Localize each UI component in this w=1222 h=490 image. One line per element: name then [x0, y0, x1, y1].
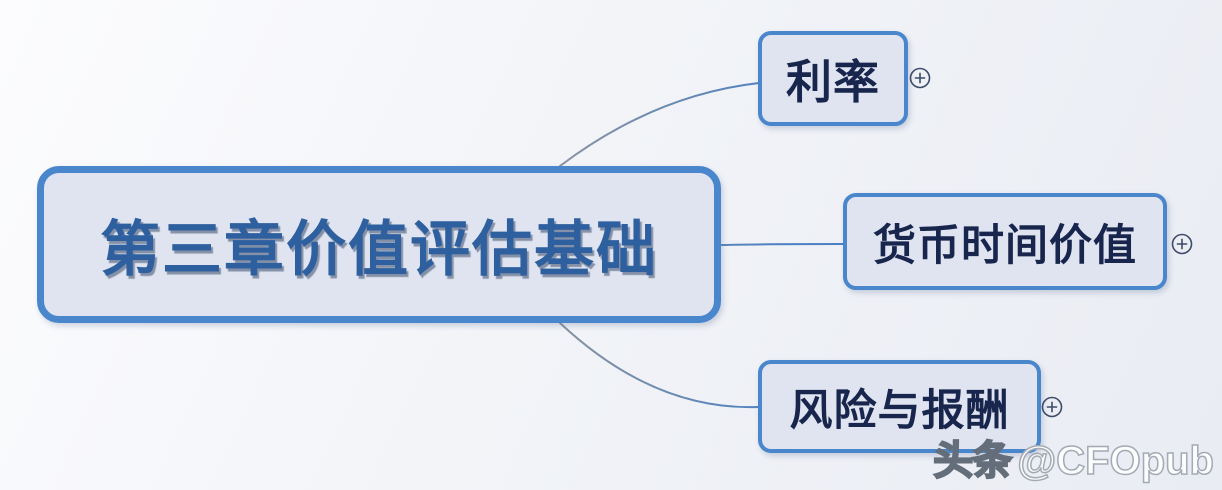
topic-label-time-value: 货币时间价值 — [873, 221, 1137, 270]
watermark-brand: 头条 — [932, 438, 1013, 484]
expand-button-risk-reward[interactable] — [1040, 395, 1064, 419]
topic-label-risk-reward: 风险与报酬 — [789, 386, 1010, 435]
topic-node-time-value[interactable]: 货币时间价值 — [843, 193, 1167, 290]
watermark: 头条@CFOpub — [932, 428, 1215, 486]
plus-circle-icon — [1041, 396, 1063, 418]
topic-node-interest-rate[interactable]: 利率 — [758, 31, 908, 126]
connector-root-to-interest-rate — [559, 82, 760, 167]
expand-button-time-value[interactable] — [1170, 232, 1194, 256]
topic-node-risk-reward[interactable]: 风险与报酬 — [758, 360, 1041, 453]
root-topic-label: 第三章价值评估基础 — [100, 216, 658, 283]
watermark-handle: @CFOpub — [1017, 438, 1215, 484]
connector-root-to-risk-reward — [559, 322, 760, 409]
connector-root-to-time-value — [720, 243, 844, 246]
root-topic-node[interactable]: 第三章价值评估基础 — [37, 166, 721, 323]
topic-label-interest-rate: 利率 — [786, 55, 880, 108]
plus-circle-icon — [1171, 233, 1193, 255]
expand-button-interest-rate[interactable] — [908, 66, 932, 90]
plus-circle-icon — [909, 67, 931, 89]
